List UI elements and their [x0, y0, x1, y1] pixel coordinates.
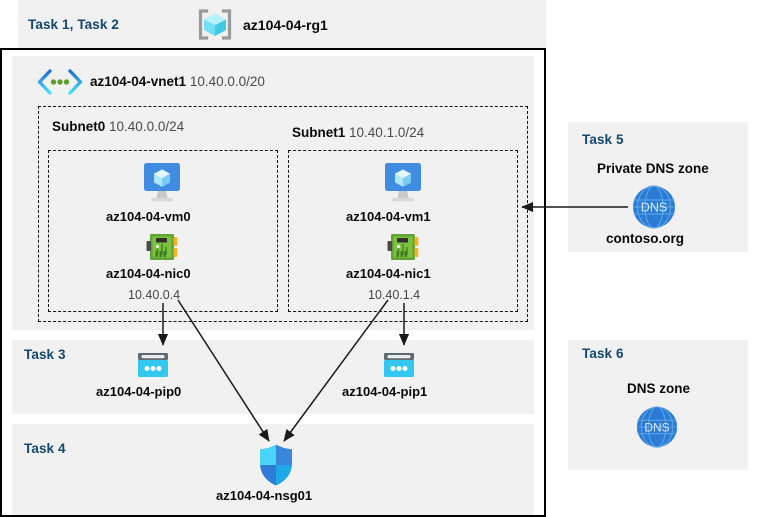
dns-zone-icon: DNS [634, 404, 680, 450]
subnet0-cidr: 10.40.0.0/24 [109, 119, 185, 134]
subnet1-resources-box [288, 150, 518, 312]
nic1-name: az104-04-nic1 [346, 266, 431, 281]
virtual-network-icon [36, 68, 84, 96]
task-label-4: Task 4 [24, 441, 66, 456]
subnets-container [38, 106, 528, 322]
task3-panel [12, 340, 534, 414]
network-security-group-icon [257, 443, 295, 487]
private-dns-zone-name: contoso.org [606, 231, 684, 246]
vnet-address-space: 10.40.0.0/20 [189, 74, 265, 89]
task-label-6: Task 6 [582, 346, 624, 361]
nic1-ip: 10.40.1.4 [368, 288, 421, 302]
pip0-name: az104-04-pip0 [96, 384, 182, 399]
virtual-machine-icon [137, 161, 187, 205]
vm0-name: az104-04-vm0 [106, 209, 191, 224]
vnet-name: az104-04-vnet1 [90, 74, 187, 89]
nic0-ip: 10.40.0.4 [128, 288, 181, 302]
dns-zone-title: DNS zone [627, 381, 691, 396]
pip1-name: az104-04-pip1 [342, 384, 428, 399]
public-ip-address-icon [136, 351, 170, 379]
private-dns-zone-title: Private DNS zone [597, 161, 709, 176]
subnet1-header: Subnet1 10.40.1.0/24 [292, 125, 424, 140]
subnet1-name: Subnet1 [292, 125, 346, 140]
subnet1-cidr: 10.40.1.0/24 [349, 125, 425, 140]
vm1-name: az104-04-vm1 [346, 209, 431, 224]
svg-text:DNS: DNS [644, 420, 669, 434]
task-label-1-2: Task 1, Task 2 [28, 17, 119, 32]
subnet0-name: Subnet0 [52, 119, 106, 134]
nsg-name: az104-04-nsg01 [216, 488, 313, 503]
resource-group-header-panel [18, 0, 546, 48]
task-label-5: Task 5 [582, 132, 624, 147]
resource-group-icon [196, 8, 234, 41]
task-label-3: Task 3 [24, 347, 66, 362]
virtual-machine-icon [378, 161, 428, 205]
public-ip-address-icon [382, 351, 416, 379]
network-interface-icon [144, 231, 180, 263]
vnet-panel [12, 56, 534, 330]
task6-panel [568, 340, 748, 470]
vnet-header: az104-04-vnet1 10.40.0.0/20 [90, 74, 265, 89]
dns-zone-icon: DNS [630, 183, 678, 231]
nic0-name: az104-04-nic0 [106, 266, 191, 281]
network-interface-icon [385, 231, 421, 263]
svg-text:DNS: DNS [641, 201, 667, 215]
subnet0-header: Subnet0 10.40.0.0/24 [52, 119, 184, 134]
resource-group-name: az104-04-rg1 [243, 17, 328, 33]
